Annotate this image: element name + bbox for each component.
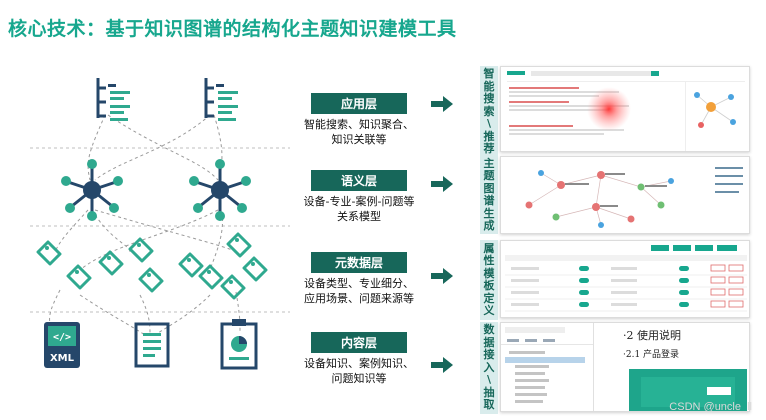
- layer-description: 设备类型、专业细分、 应用场景、问题来源等: [304, 277, 414, 305]
- layer-semantic: 语义层 设备-专业-案例-问题等 关系模型: [296, 170, 422, 224]
- side-label-graph-generation: 主题图谱生成: [480, 156, 498, 234]
- arrow-right-icon: [431, 96, 453, 112]
- screenshot-smart-search: [500, 66, 750, 152]
- doc-heading-usage: ·2 使用说明: [623, 329, 681, 342]
- xml-label: XML: [50, 353, 75, 364]
- layer-title: 语义层: [311, 170, 407, 191]
- arrow-right-icon: [431, 176, 453, 192]
- xml-file-icon: </> XML: [44, 322, 80, 368]
- tag-icon: [198, 264, 224, 290]
- tag-icon: [226, 232, 252, 258]
- graph-screen-thumbnail: [525, 167, 743, 228]
- arrow-right-icon: [431, 268, 453, 284]
- layer-description: 智能搜索、知识聚合、 知识关联等: [304, 118, 414, 146]
- layer-title: 元数据层: [311, 252, 407, 273]
- layer-metadata: 元数据层 设备类型、专业细分、 应用场景、问题来源等: [296, 252, 422, 306]
- tag-icon: [138, 267, 164, 293]
- tag-icon: [178, 252, 204, 278]
- network-icon: [189, 159, 251, 221]
- tag-icon: [242, 256, 268, 282]
- xml-code-glyph: </>: [53, 332, 71, 343]
- screenshot-data-extraction: ·2 使用说明 ·2.1 产品登录: [500, 322, 750, 412]
- tag-icon: [128, 237, 154, 263]
- network-icon: [61, 159, 123, 221]
- screenshot-attribute-table: [500, 240, 750, 318]
- tag-icon: [98, 250, 124, 276]
- arrow-right-icon: [431, 357, 453, 373]
- layer-description: 设备-专业-案例-问题等 关系模型: [303, 195, 415, 223]
- layer-content: 内容层 设备知识、案例知识、 问题知识等: [296, 332, 422, 386]
- diagram-canvas: </> XML: [30, 78, 290, 370]
- table-screen-thumbnail: [505, 245, 747, 312]
- layer-description: 设备知识、案例知识、 问题知识等: [304, 357, 414, 385]
- tag-icon: [66, 264, 92, 290]
- layer-title: 内容层: [311, 332, 407, 353]
- side-label-data-extraction: 数据接入\抽取: [480, 322, 498, 414]
- watermark: CSDN @uncle_ll: [669, 401, 752, 413]
- layer-application: 应用层 智能搜索、知识聚合、 知识关联等: [296, 93, 422, 147]
- page-title: 核心技术：基于知识图谱的结构化主题知识建模工具: [8, 18, 457, 40]
- report-clipboard-icon: [220, 319, 258, 370]
- document-icon: [134, 322, 170, 368]
- tree-icon: [96, 78, 130, 121]
- tag-icon: [220, 274, 246, 300]
- doc-screen-thumbnail: [501, 323, 747, 411]
- layer-title: 应用层: [311, 93, 407, 114]
- layer-separators: [30, 147, 290, 313]
- search-screen-thumbnail: [507, 71, 745, 151]
- side-label-attribute-template: 属性模板定义: [480, 240, 498, 320]
- side-label-smart-search: 智能搜索\推荐: [480, 66, 498, 158]
- tag-icon: [36, 240, 62, 266]
- knowledge-structure-diagram: </> XML: [0, 60, 300, 420]
- doc-heading-login: ·2.1 产品登录: [623, 350, 680, 360]
- screenshot-topic-graph: [500, 156, 750, 234]
- tree-icon: [204, 78, 238, 121]
